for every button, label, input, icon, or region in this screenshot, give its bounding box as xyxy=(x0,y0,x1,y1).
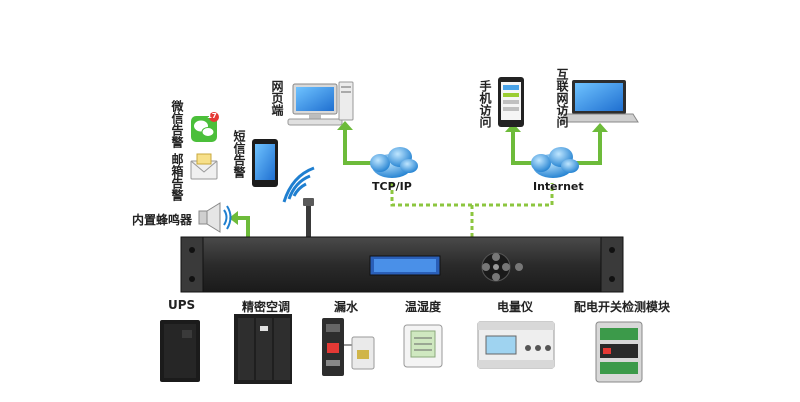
mobile-phone-icon xyxy=(498,77,524,127)
wechat-badge-count: 17 xyxy=(207,112,217,120)
link-lines xyxy=(236,128,602,237)
smartphone-icon xyxy=(252,139,278,187)
precision-ac-icon xyxy=(234,314,292,384)
network-dashed-lines xyxy=(390,183,554,238)
power-meter-icon xyxy=(477,321,555,369)
wechat-icon xyxy=(191,112,219,142)
wechat-alert-label: 微信告警 xyxy=(170,100,184,148)
temp-humidity-sensor-icon xyxy=(403,324,443,368)
device-label-precision-ac: 精密空调 xyxy=(242,300,291,314)
wireless-antenna-icon xyxy=(282,166,315,238)
internet-cloud-icon xyxy=(531,147,579,178)
tcpip-label: TCP/IP xyxy=(372,180,412,193)
email-icon xyxy=(190,153,218,180)
water-leak-sensor-icon xyxy=(322,318,375,376)
phone-access-label: 手机访问 xyxy=(478,80,492,128)
buzzer-label: 内置蜂鸣器 xyxy=(132,213,193,227)
device-label-water-leak: 漏水 xyxy=(334,300,359,314)
link-arrowheads xyxy=(229,121,608,225)
buzzer-speaker-icon xyxy=(198,202,232,233)
sms-alert-label: 短信告警 xyxy=(232,130,246,178)
webpage-label: 网页端 xyxy=(270,80,284,116)
device-label-switch-module: 配电开关检测模块 xyxy=(574,300,671,314)
internet-access-label: 互联网访问 xyxy=(555,68,569,128)
tcpip-cloud-icon xyxy=(370,147,418,178)
device-label-power-meter: 电量仪 xyxy=(497,300,534,314)
ups-device-icon xyxy=(160,320,200,382)
desktop-computer-icon xyxy=(287,81,354,126)
internet-label: Internet xyxy=(533,180,584,193)
distribution-switch-module-icon xyxy=(595,321,643,383)
email-alert-label: 邮箱告警 xyxy=(170,153,184,201)
device-label-ups: UPS xyxy=(168,298,196,312)
laptop-icon xyxy=(559,80,639,123)
rack-monitoring-host xyxy=(180,236,624,293)
device-label-temp-humidity: 温湿度 xyxy=(405,300,442,314)
